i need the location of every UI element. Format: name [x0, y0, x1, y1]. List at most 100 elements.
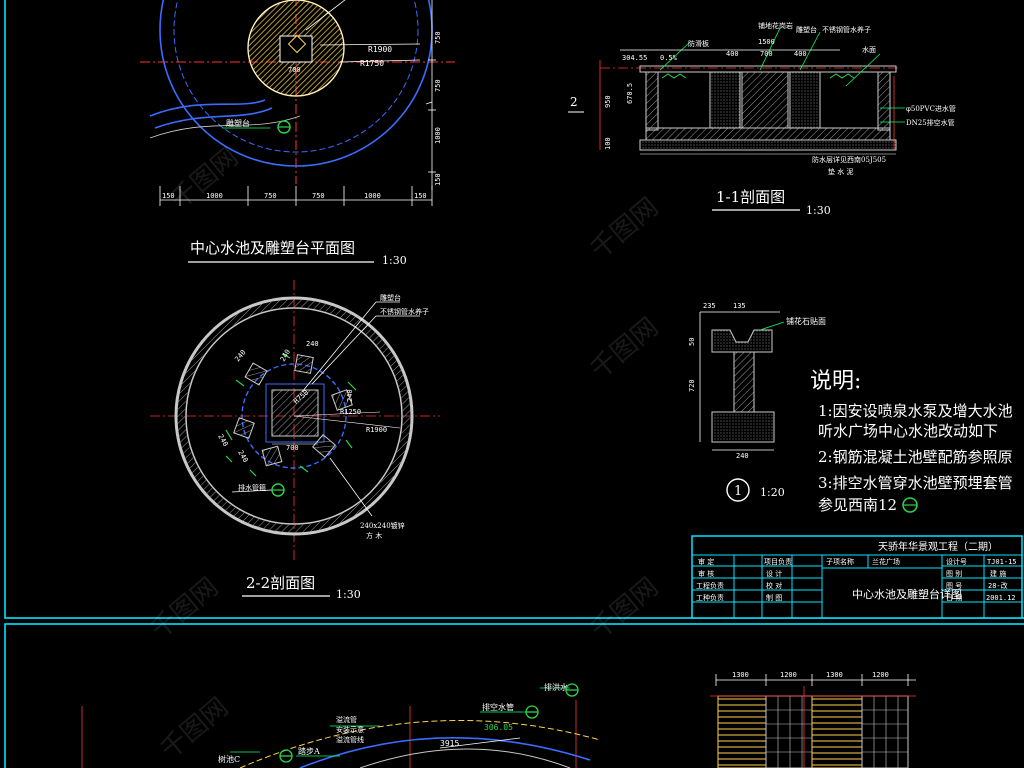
notes-reference-symbol [902, 497, 918, 513]
tb-r1-val: 建 施 [990, 569, 1006, 578]
detail-cap [711, 329, 773, 353]
plan-leader-3 [339, 59, 421, 63]
tb-r1-role2: 设 计 [766, 569, 782, 578]
section-2-2: 240 240 240 240 240 240 700 R750 R1250 R… [150, 280, 440, 601]
tb-subproject-label: 子项名称 [826, 557, 854, 566]
s22-label-0: 雕塑台 [380, 293, 401, 302]
plan-dim-b4: 1000 [364, 192, 381, 200]
lower-label-6: 树池C [218, 754, 240, 764]
plan-dims-bottom [159, 186, 433, 206]
plan-dim-r3: 150 [434, 173, 442, 186]
watermark-5: 千图网 [585, 572, 664, 645]
plan-center-dim: 700 [288, 66, 301, 74]
tb-r0-role: 审 定 [698, 557, 714, 566]
s11-wall-left [645, 71, 659, 131]
s11-dim-top-1: 1500 [758, 38, 775, 46]
s11-water [661, 73, 855, 79]
s11-side-dim-2: 100 [604, 137, 612, 150]
detail-dim-4: 240 [736, 452, 749, 460]
lower-label-0: 排空水管 [482, 702, 514, 712]
s11-side-dim-1: 670.5 [626, 83, 634, 104]
lower-sheet: 3915 306.05 排空水管 排洪水 溢流管 安装示意 溢流管线 踏步A 树… [81, 671, 916, 768]
detail-1: 235 135 50 720 240 铺花石贴面 1 1:20 [688, 302, 826, 502]
s11-side-dim-0: 950 [604, 95, 612, 108]
s22-inner-wall [185, 307, 403, 525]
notes-item-4: 参见西南12 [818, 496, 897, 514]
plan-drain-channel [149, 99, 273, 129]
s11-label-3: 不锈钢管水养子 [822, 25, 871, 34]
notes-item-3: 3:排空水管穿水池壁预埋套管 [818, 474, 1013, 492]
tb-r2-role2: 校 对 [766, 581, 782, 590]
walkway-left [717, 695, 767, 768]
plan-scale: 1:30 [382, 254, 407, 267]
s11-base [639, 139, 897, 151]
lower-label-4: 溢流管线 [336, 735, 364, 744]
lower-label-2: 溢流管 [336, 715, 357, 724]
notes: 说明: 1:因安设喷泉水泵及增大水池 听水广场中心水池改动如下 2:钢筋混凝土池… [810, 369, 1013, 514]
s11-pier-3 [789, 71, 821, 129]
detail-number: 1 [734, 484, 742, 499]
detail-dim-0: 235 [703, 302, 716, 310]
lower-grid-dim-2: 1300 [826, 671, 843, 679]
tb-r2-role: 工程负责 [696, 581, 724, 590]
s22-pedestals [233, 354, 353, 467]
lower-grid-dims [715, 674, 916, 686]
upper-sheet-frame [4, 0, 1024, 619]
plan-leader-2 [319, 43, 421, 46]
notes-heading: 说明: [810, 369, 861, 394]
notes-item-1: 听水广场中心水池改动如下 [818, 422, 998, 440]
s22-label-1: 不锈钢管水养子 [380, 307, 429, 316]
s11-slope: 0.5% [660, 54, 678, 62]
s11-dim-top-4: 400 [794, 50, 807, 58]
plan-section-symbol [277, 120, 291, 134]
tb-r2-sign: 图 号 [946, 582, 962, 590]
s11-title: 1-1剖面图 [716, 188, 785, 206]
s22-dim-3: 240 [346, 389, 354, 402]
lower-label-1: 排洪水 [544, 682, 568, 692]
section-1-1: 防滑板 铺地花岗岩 雕塑台 不锈钢管水养子 304.55 1500 400 70… [568, 21, 956, 217]
plan-dim-b3: 750 [312, 192, 325, 200]
s11-label-0: 防滑板 [688, 39, 709, 48]
lower-label-3: 安装示意 [336, 725, 364, 734]
tb-r0-role2: 项目负责 [764, 557, 792, 566]
walkway-mid-lines [766, 696, 812, 768]
plan-center-pedestal [287, 34, 307, 54]
s11-slab [645, 127, 891, 141]
s22-wall-fill [177, 299, 411, 533]
detail-dim-3: 720 [688, 379, 696, 392]
plan-radius-1: R1900 [368, 45, 392, 54]
lower-dim-1: 306.05 [484, 723, 513, 732]
s11-pier-1 [709, 71, 741, 129]
plan-dim-r2: 1000 [434, 127, 442, 144]
s22-dim-4: 240 [216, 433, 229, 448]
lower-sheet-frame [4, 623, 1024, 768]
lower-grid-dim-1: 1200 [780, 671, 797, 679]
plan-title: 中心水池及雕塑台平面图 [190, 239, 355, 257]
tb-r3-val: 2001.12 [986, 594, 1016, 602]
tb-r0-val: TJ01-15 [987, 558, 1017, 566]
watermark-1: 千图网 [165, 142, 244, 215]
watermark-4: 千图网 [145, 572, 224, 645]
lower-grid-dim-3: 1200 [872, 671, 889, 679]
detail-dim-1: 135 [733, 302, 746, 310]
lower-arc-inner [299, 737, 591, 768]
s11-dim-top-2: 400 [726, 50, 739, 58]
s11-bottom-0: 防水层详 [812, 155, 840, 164]
tb-drawing-name: 中心水池及雕塑台详图 [852, 587, 962, 601]
tb-project: 天骄年华景观工程（二期） [878, 540, 998, 553]
s11-label-2: 雕塑台 [796, 25, 817, 34]
tb-r3-role2: 制 图 [766, 593, 782, 602]
detail-label: 铺花石贴面 [786, 316, 826, 326]
plan-dim-r1: 750 [434, 79, 442, 92]
s11-ref-mark: 2 [570, 95, 578, 109]
title-block: 天骄年华景观工程（二期） 子项名称 兰花广场 中心水池及雕塑台详图 审 定 项目… [691, 535, 1023, 619]
plan-dim-b0: 150 [162, 192, 175, 200]
walkway-far-grid [861, 695, 909, 768]
sheet-frames [4, 0, 1024, 768]
detail-dim-2: 50 [688, 338, 696, 346]
tb-r0-sign: 设计号 [946, 557, 967, 566]
s22-dim-5: 240 [236, 449, 249, 464]
s11-wall-right [877, 71, 891, 131]
tb-r3-role: 工种负责 [696, 593, 724, 602]
